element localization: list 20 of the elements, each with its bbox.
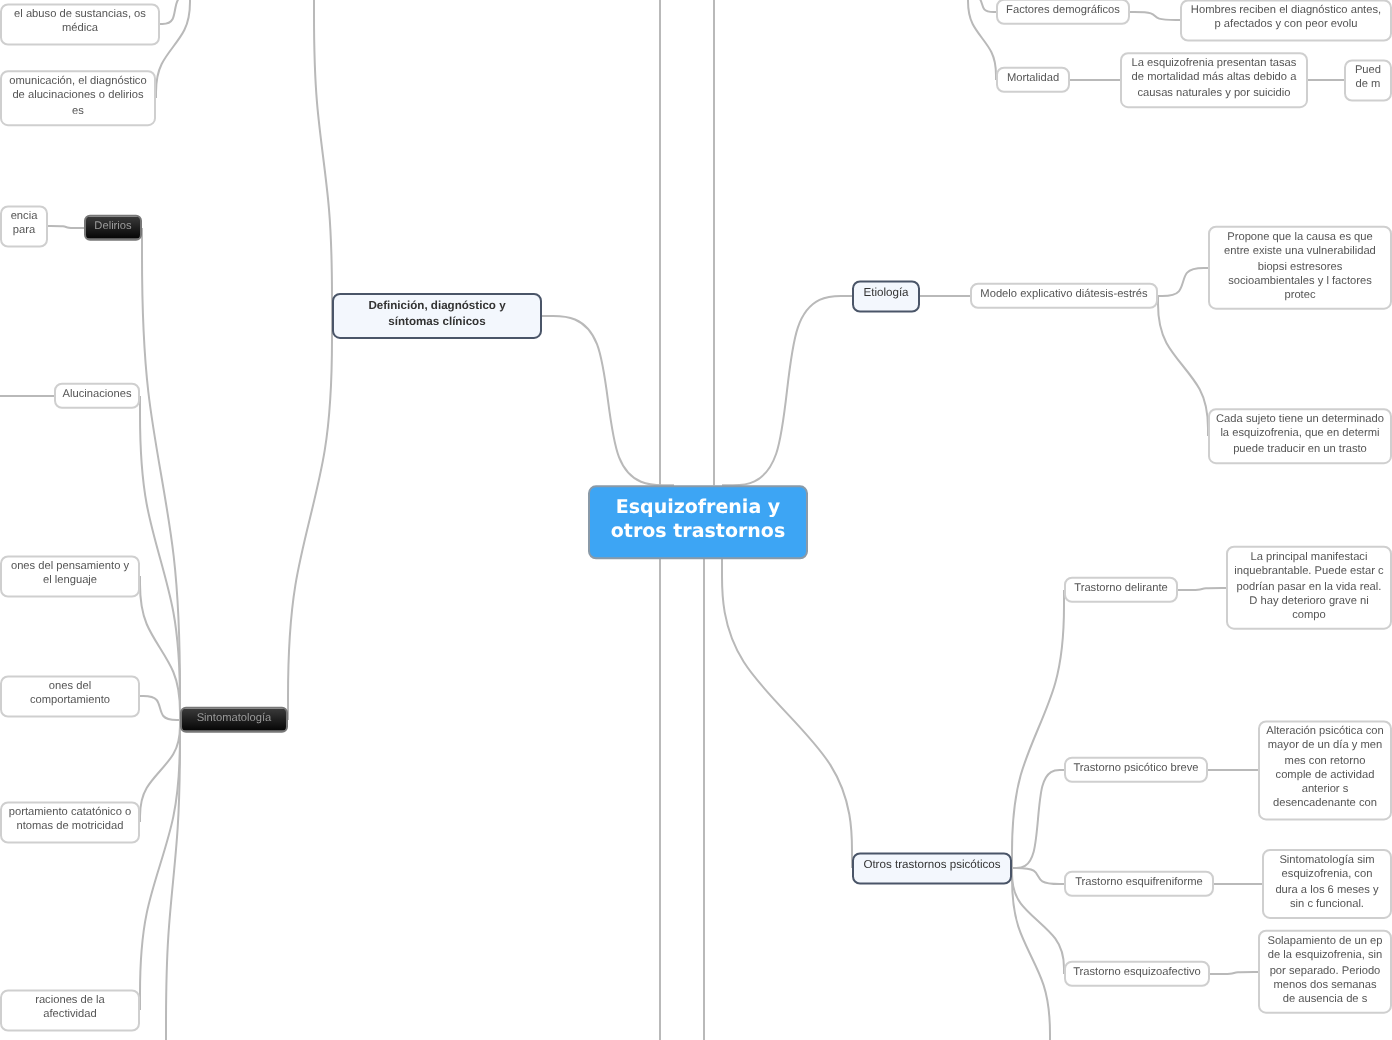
connector-line [1213,883,1263,885]
connector-line [1209,971,1259,975]
connector-line [919,295,971,297]
connector-line [1157,267,1209,297]
connector-line [1011,867,1065,885]
connector-line [1177,587,1227,591]
connector-line [713,0,715,487]
connector-line [1207,769,1259,771]
connector-line [47,225,85,229]
central-topic: Esquizofrenia y otros trastornos [588,485,808,559]
connector-line [659,0,661,487]
connector-line [703,557,705,1040]
connector-line [1129,11,1181,21]
connector-line [1069,79,1121,81]
connector-line [541,315,675,487]
connector-line [0,395,55,397]
connector-line [139,695,181,721]
connector-line [721,295,853,487]
connector-line [1307,79,1345,81]
connector-line [659,557,661,1040]
